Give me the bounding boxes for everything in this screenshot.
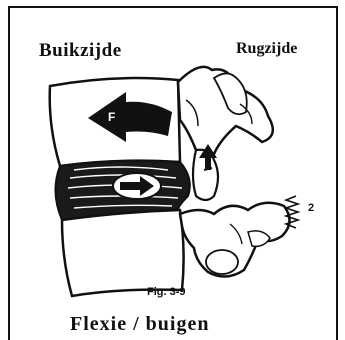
figure-number: Fig. 3-9: [147, 286, 186, 298]
figure-caption: Flexie / buigen: [70, 313, 209, 336]
spring-number-label: 2: [308, 202, 314, 214]
lower-pedicle-oval: [206, 250, 238, 274]
lower-vertebral-body: [62, 210, 184, 296]
front-side-label: Buikzijde: [39, 40, 122, 62]
force-label: F: [108, 110, 115, 124]
back-side-label: Rugzijde: [236, 40, 297, 58]
